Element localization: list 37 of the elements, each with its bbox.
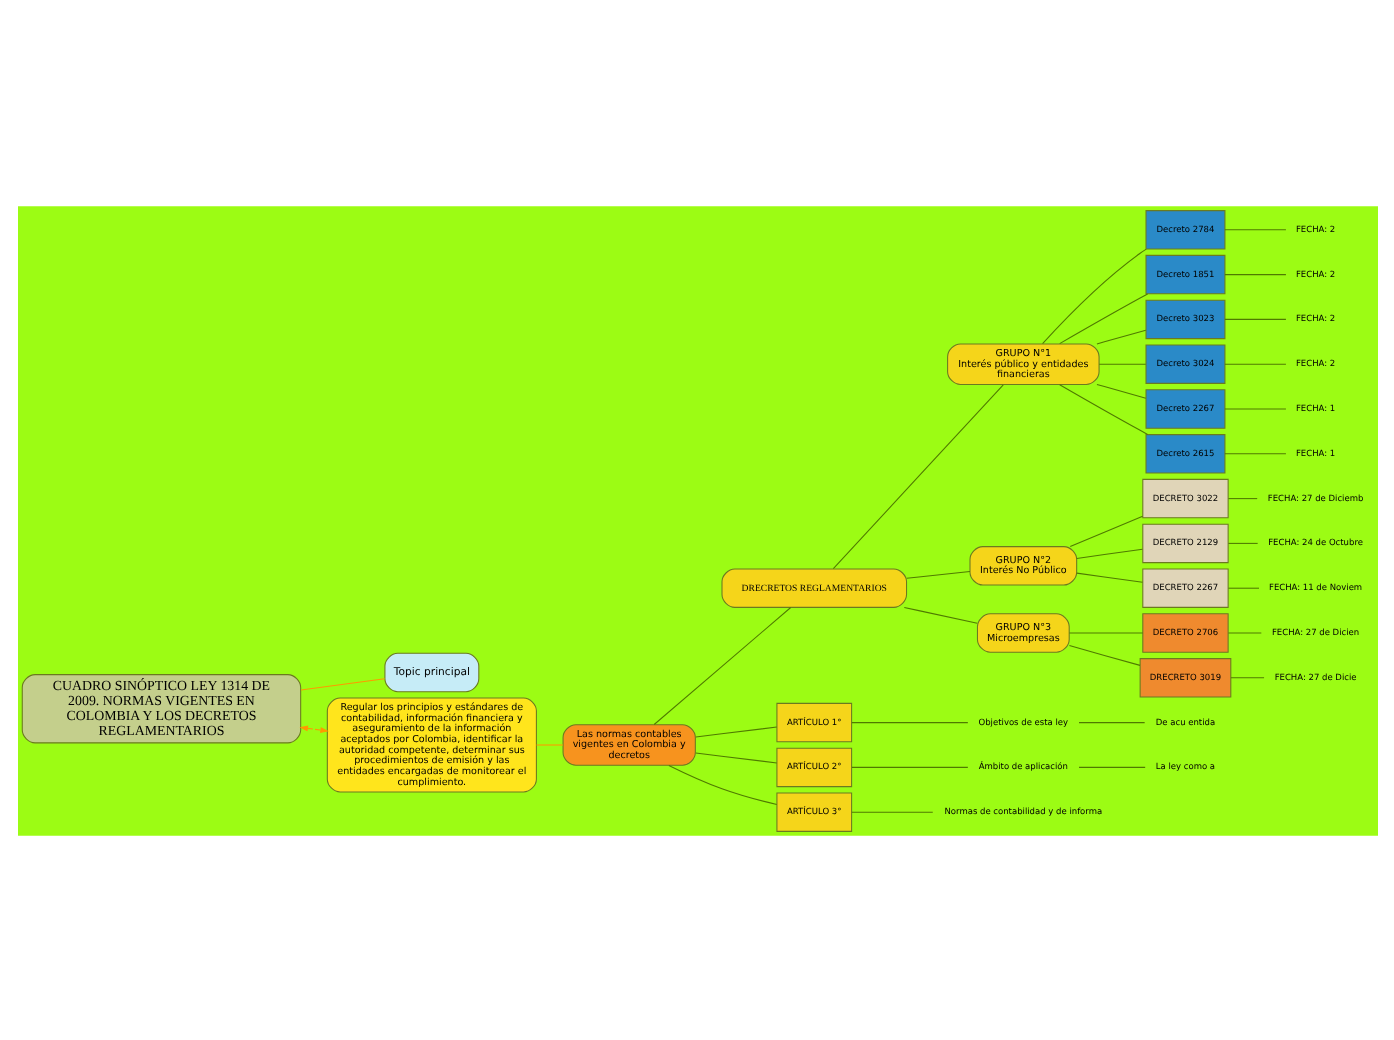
connector	[1223, 452, 1286, 454]
connector	[1223, 407, 1286, 409]
connector	[1058, 292, 1148, 344]
connector	[831, 383, 1003, 569]
connector	[1226, 497, 1257, 499]
connector	[1075, 547, 1143, 558]
connector	[1095, 328, 1146, 344]
connector	[667, 763, 777, 805]
connector	[299, 677, 385, 690]
connector	[1068, 514, 1143, 547]
connector	[652, 605, 791, 725]
connector	[1097, 362, 1146, 364]
connector	[850, 810, 933, 812]
connector	[1041, 247, 1146, 344]
connector	[1075, 571, 1143, 582]
connector	[905, 569, 970, 578]
connector	[535, 743, 563, 745]
connector	[1229, 676, 1264, 678]
connector	[850, 721, 968, 723]
connector	[1067, 631, 1143, 633]
connector	[694, 751, 777, 763]
connector	[1223, 273, 1286, 275]
connector	[1223, 362, 1286, 364]
connector	[1223, 228, 1286, 230]
connector	[1058, 383, 1148, 434]
connector	[1226, 631, 1261, 633]
connector	[1223, 317, 1286, 319]
connector	[1077, 765, 1145, 767]
connector	[694, 725, 777, 737]
connector	[1067, 644, 1140, 665]
connector	[1077, 721, 1145, 723]
connector	[1095, 382, 1146, 398]
arrow	[298, 724, 328, 733]
connector	[1226, 586, 1259, 588]
connector	[1226, 541, 1258, 543]
connector	[850, 765, 968, 767]
connector	[902, 605, 977, 623]
